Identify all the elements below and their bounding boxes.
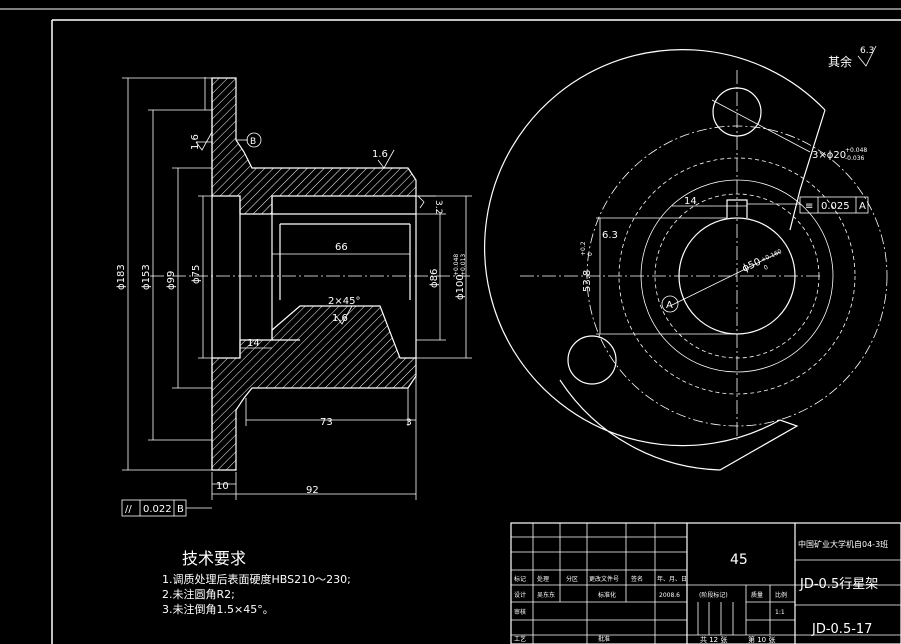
header-zone: 分区 — [566, 575, 578, 583]
drawing-frame — [0, 8, 901, 644]
keyway-width: 14 — [684, 196, 697, 207]
review-label: 审核 — [514, 608, 526, 616]
section-view: ϕ183 ϕ153 ϕ99 ϕ75 ϕ86 ϕ100 +0.048 +0.013… — [116, 77, 472, 517]
section-hatch-lower — [211, 305, 417, 471]
design-name: 吴东东 — [537, 591, 555, 599]
header-change-doc: 更改文件号 — [589, 575, 619, 583]
title-material: 45 — [730, 552, 748, 568]
tech-req-item-2: 2.未注圆角R2; — [162, 587, 235, 601]
header-date: 年、月、日 — [657, 575, 687, 583]
dim-d183: ϕ183 — [116, 264, 127, 290]
roughness-1-6-bore: 1.6 — [332, 313, 348, 324]
dim-d75: ϕ75 — [191, 265, 202, 284]
title-part-name: JD-0.5行星架 — [799, 577, 878, 592]
roughness-1-6-top: 1.6 — [372, 149, 388, 160]
standardize-label: 标准化 — [598, 591, 616, 599]
dim-len73: 73 — [320, 417, 333, 428]
tech-req-item-3: 3.未注倒角1.5×45°。 — [162, 602, 274, 616]
roughness-other-symbol — [857, 45, 877, 67]
symmetry-symbol: ≡ — [805, 201, 813, 212]
dim-len92: 92 — [306, 485, 319, 496]
datum-a-label: A — [666, 300, 673, 311]
dim-d99: ϕ99 — [166, 271, 177, 290]
scale-value: 1:1 — [775, 609, 785, 616]
header-count: 处理 — [537, 575, 549, 583]
datum-b-label: B — [250, 137, 256, 147]
roughness-other-label: 其余 — [828, 54, 852, 69]
sheets-total: 共 12 张 — [700, 635, 727, 644]
tech-req-title: 技术要求 — [182, 549, 246, 568]
front-view — [484, 49, 888, 471]
dim-d100-tol-upper: +0.048 — [453, 254, 460, 276]
parallelism-value: 0.022 — [143, 504, 172, 515]
title-block — [510, 522, 901, 644]
weight-label: 质量 — [751, 591, 763, 599]
dim-len10: 10 — [216, 481, 229, 492]
section-hatch-upper — [211, 77, 417, 215]
technical-requirements: 技术要求 1.调质处理后表面硬度HBS210～230; 2.未注圆角R2; 3.… — [162, 549, 351, 616]
dim-d100-tol-lower: +0.013 — [460, 254, 467, 276]
approve-label: 批准 — [598, 635, 610, 643]
hole-tol-lower: -0.036 — [845, 155, 865, 162]
dim-d100: ϕ100 — [455, 274, 466, 300]
bore-tol-upper: +0.160 — [760, 248, 783, 264]
design-label: 设计 — [514, 591, 526, 599]
dim-len3: 3 — [406, 418, 412, 428]
bolt-hole-bottom — [567, 335, 617, 385]
sheet-no: 第 10 张 — [748, 635, 775, 644]
hole-tol-upper: +0.048 — [845, 147, 867, 154]
symmetry-frame — [799, 196, 869, 214]
scale-label: 比例 — [775, 591, 787, 599]
design-date: 2008.6 — [659, 592, 680, 599]
bore-tol-lower: 0 — [763, 264, 770, 272]
roughness-3-2: 3.2 — [433, 200, 443, 214]
symmetry-value: 0.025 — [821, 201, 850, 212]
title-school: 中国矿业大学机自04-3班 — [798, 539, 888, 549]
keyway-roughness: 6.3 — [602, 230, 618, 241]
dim-d86: ϕ86 — [429, 269, 440, 288]
datum-b-circle — [246, 132, 262, 148]
parallelism-frame — [121, 499, 212, 517]
title-drawing-no: JD-0.5-17 — [811, 622, 872, 637]
process-label: 工艺 — [514, 635, 526, 643]
parallelism-symbol: // — [125, 504, 132, 515]
tech-req-item-1: 1.调质处理后表面硬度HBS210～230; — [162, 572, 351, 586]
dim-len14: 14 — [247, 338, 260, 349]
dim-chamfer: 2×45° — [328, 296, 360, 307]
roughness-other-value: 6.3 — [860, 46, 874, 56]
keyway-depth-tol-upper: +0.2 — [580, 241, 587, 256]
header-mark: 标记 — [514, 575, 526, 583]
keyway-depth-tol-lower: 0 — [587, 252, 594, 256]
stage-label: (阶段标记) — [699, 591, 728, 599]
roughness-1-6-left: 1.6 — [190, 134, 201, 150]
dim-d153: ϕ153 — [141, 264, 152, 290]
dim-len66: 66 — [335, 242, 348, 253]
symmetry-datum: A — [859, 201, 866, 212]
bore-dim: ϕ50 — [741, 257, 763, 275]
parallelism-datum: B — [177, 504, 184, 515]
datum-a-circle — [661, 295, 679, 313]
keyway-depth: 53.8 — [582, 270, 593, 292]
header-sign: 签名 — [631, 575, 643, 583]
hole-callout: 3×ϕ20 — [812, 150, 846, 161]
